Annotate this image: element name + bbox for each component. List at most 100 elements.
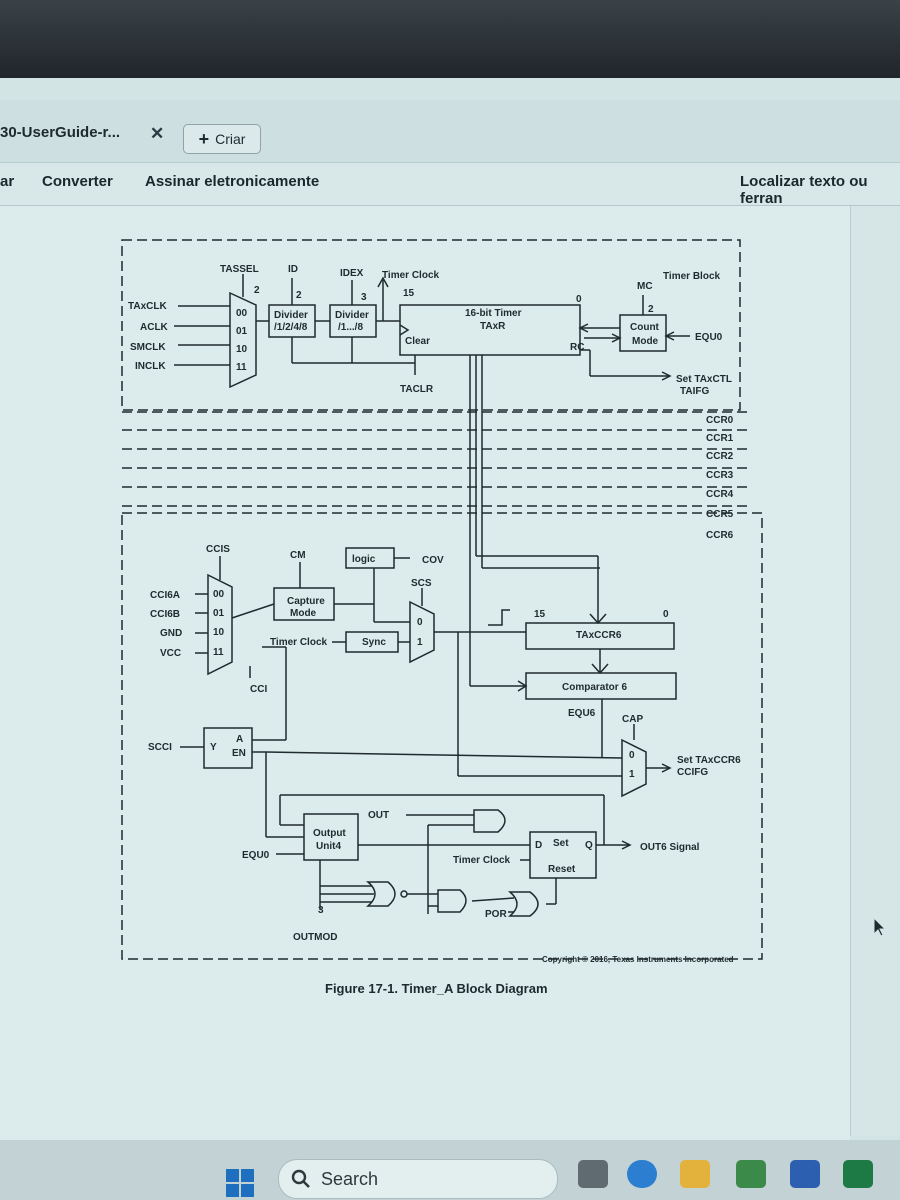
scs-mux	[409, 600, 435, 664]
set-ccifg-label: Set TAxCCR6	[677, 755, 741, 766]
idex-label: IDEX	[340, 268, 364, 279]
clock-select-mux	[229, 291, 257, 389]
ccis-code-11: 11	[213, 647, 224, 658]
cm-label: CM	[290, 550, 306, 561]
store-app-icon[interactable]	[736, 1160, 766, 1188]
sign-button[interactable]: Assinar eletronicamente	[145, 173, 320, 190]
latch-a: A	[236, 734, 243, 745]
mux-code-00: 00	[236, 308, 248, 319]
timer-label: 16-bit Timer	[465, 308, 522, 319]
ccr-label-6: CCR6	[706, 530, 734, 541]
cap-sel1: 1	[629, 769, 635, 780]
clk-input-taxclk: TAxCLK	[128, 301, 167, 312]
out6-signal-label: OUT6 Signal	[640, 842, 700, 853]
bit0-label: 0	[576, 294, 582, 305]
divider1-label: Divider	[274, 310, 308, 321]
document-page	[0, 206, 850, 1156]
taclr-label: TACLR	[400, 384, 434, 395]
mc-label: MC	[637, 281, 653, 292]
idex-bus-width: 3	[361, 292, 367, 303]
taxr-label: TAxR	[480, 321, 506, 332]
cci-label: CCI	[250, 684, 267, 695]
mouse-cursor-icon	[873, 916, 887, 937]
ccis-code-10: 10	[213, 627, 225, 638]
convert-button[interactable]: Converter	[42, 173, 113, 190]
divider2-label: Divider	[335, 310, 369, 321]
output-flipflop	[529, 831, 597, 879]
and-gate-2	[437, 889, 467, 913]
ccis-mux	[207, 573, 233, 676]
cov-label: COV	[422, 555, 444, 566]
clear-label: Clear	[405, 336, 430, 347]
ccr-bit0: 0	[663, 609, 669, 620]
set-taifg-sublabel: TAIFG	[680, 386, 709, 397]
clk-input-inclk: INCLK	[135, 361, 166, 372]
divider2-ratio: /1.../8	[338, 322, 363, 333]
capture-mode-sublabel: Mode	[290, 608, 317, 619]
ccr-label-1: CCR1	[706, 433, 734, 444]
out-label: OUT	[368, 810, 389, 821]
ccr6-block-frame	[121, 512, 763, 960]
divider1-ratio: /1/2/4/8	[274, 322, 308, 333]
scs-sel1: 1	[417, 637, 423, 648]
scci-latch	[203, 727, 253, 769]
timer-clock-top-label: Timer Clock	[382, 270, 439, 281]
set-taifg-label: Set TAxCTL	[676, 374, 732, 385]
outlook-icon[interactable]	[790, 1160, 820, 1188]
ccr-bit15: 15	[534, 609, 546, 620]
or-gate-1	[365, 881, 396, 907]
ccr-label-3: CCR3	[706, 470, 734, 481]
ccr-label-2: CCR2	[706, 451, 734, 462]
browser-tab-bar	[0, 100, 900, 163]
tassel-bus-width: 2	[254, 285, 260, 296]
cap-label: CAP	[622, 714, 643, 725]
tassel-label: TASSEL	[220, 264, 259, 275]
cc-input-gnd: GND	[160, 628, 182, 639]
latch-en: EN	[232, 748, 246, 759]
ccr-label-5: CCR5	[706, 509, 734, 520]
equ0-top-label: EQU0	[695, 332, 723, 343]
output-unit-label: Output	[313, 828, 346, 839]
task-view-icon[interactable]	[578, 1160, 608, 1188]
scci-label: SCCI	[148, 742, 172, 753]
timer-block-frame	[121, 239, 741, 411]
toolbar-item-partial[interactable]: ar	[0, 173, 15, 190]
timer-a-block-diagram: Timer Block CCR0 CCR1 CCR2 CCR3 CCR4 CCR…	[121, 239, 763, 964]
cap-mux	[621, 738, 647, 798]
new-tab-button[interactable]: + Criar	[183, 124, 261, 154]
outmod-label: OUTMOD	[293, 932, 337, 943]
equ0-bottom-label: EQU0	[242, 850, 270, 861]
tab-title[interactable]: 30-UserGuide-r...	[0, 124, 121, 141]
search-label: Search	[321, 1168, 379, 1189]
scs-label: SCS	[411, 578, 432, 589]
figure-caption: Figure 17-1. Timer_A Block Diagram	[325, 981, 548, 996]
ceiling-background	[0, 0, 900, 80]
or-gate-por	[507, 891, 539, 917]
close-tab-icon[interactable]: ✕	[150, 124, 165, 143]
outmod-bus-width: 3	[318, 905, 324, 916]
clk-input-smclk: SMCLK	[130, 342, 166, 353]
or-gate-1-bubble	[400, 890, 408, 898]
sync-label: Sync	[362, 637, 386, 648]
mc-bus-width: 2	[648, 304, 654, 315]
ccis-label: CCIS	[206, 544, 230, 555]
taxccr6-label: TAxCCR6	[576, 630, 622, 641]
mux-code-01: 01	[236, 326, 248, 337]
excel-icon[interactable]	[843, 1160, 873, 1188]
edge-browser-icon[interactable]	[627, 1160, 657, 1188]
ccis-code-00: 00	[213, 589, 225, 600]
new-tab-label: Criar	[215, 131, 246, 147]
windows-start-icon[interactable]	[225, 1168, 255, 1198]
timer-block-label: Timer Block	[663, 271, 720, 282]
side-pane	[850, 206, 900, 1136]
timer-clock-mid-label: Timer Clock	[270, 637, 327, 648]
file-explorer-icon[interactable]	[680, 1160, 710, 1188]
ccis-code-01: 01	[213, 608, 225, 619]
clk-input-aclk: ACLK	[140, 322, 169, 333]
and-gate-out	[473, 809, 506, 833]
taskbar-search-box[interactable]: Search	[278, 1159, 558, 1199]
ccr-label-4: CCR4	[706, 489, 734, 500]
bit15-label: 15	[403, 288, 415, 299]
find-text-button[interactable]: Localizar texto ou ferran	[740, 173, 868, 207]
comparator-label: Comparator 6	[562, 682, 627, 693]
